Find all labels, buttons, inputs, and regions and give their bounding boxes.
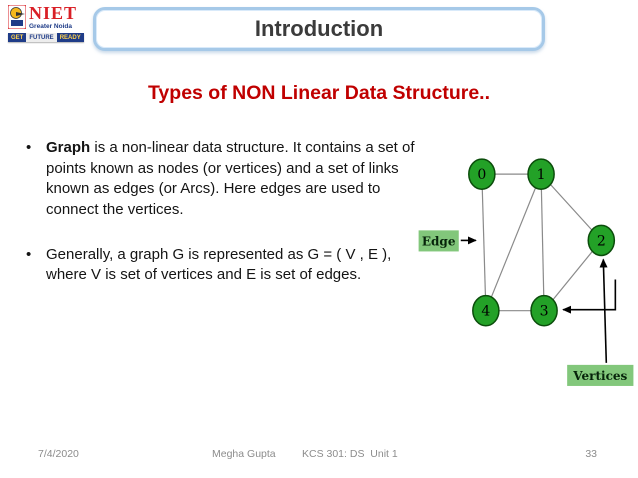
bullet-item-representation: Generally, a graph G is represented as G…: [24, 245, 416, 286]
logo-banner: GET FUTURE READY: [8, 33, 84, 42]
graph-node-3: 3: [530, 294, 558, 327]
svg-text:2: 2: [597, 233, 606, 249]
slide-title: Introduction: [254, 16, 384, 41]
footer-author: Megha Gupta: [212, 448, 276, 460]
graph-node-2: 2: [587, 224, 616, 257]
slide-title-box: Introduction: [93, 7, 545, 51]
slide-footer: 7/4/2020 Megha Gupta KCS 301: DS Unit 1 …: [0, 448, 638, 462]
bullet-lead: Graph: [46, 139, 91, 156]
footer-page-number: 33: [585, 448, 597, 460]
graph-edge: [540, 174, 545, 311]
svg-text:1: 1: [537, 167, 546, 183]
banner-word-ready: READY: [56, 33, 84, 42]
bullet-list: Graph is a non-linear data structure. It…: [24, 138, 416, 310]
svg-text:Edge: Edge: [422, 234, 456, 248]
annotation-arrow: [599, 258, 608, 363]
svg-text:4: 4: [481, 304, 490, 320]
footer-course: KCS 301: DS Unit 1: [302, 448, 398, 460]
graph-edge: [540, 173, 602, 241]
svg-text:3: 3: [540, 304, 549, 320]
logo-name: NIET: [29, 3, 78, 23]
banner-word-get: GET: [8, 33, 27, 42]
graph-edge: [481, 174, 487, 311]
graph-edge: [485, 173, 542, 311]
niet-logo: NIET Greater Noida GET FUTURE READY: [8, 4, 100, 42]
annotation-arrow: [562, 279, 617, 314]
svg-text:Vertices: Vertices: [572, 369, 627, 383]
graph-node-1: 1: [527, 158, 555, 190]
slide-subtitle: Types of NON Linear Data Structure..: [147, 82, 491, 104]
logo-tagline: Greater Noida: [29, 23, 72, 30]
bullet-text: Generally, a graph G is represented as G…: [46, 245, 392, 284]
footer-date: 7/4/2020: [38, 448, 79, 460]
bullet-item-graph: Graph is a non-linear data structure. It…: [24, 138, 416, 221]
bullet-text: is a non-linear data structure. It conta…: [46, 139, 415, 219]
logo-top-row: NIET Greater Noida: [8, 4, 100, 30]
graph-edge: [543, 240, 602, 312]
svg-text:0: 0: [477, 167, 486, 183]
banner-word-future: FUTURE: [26, 33, 57, 42]
vertices-label: Vertices: [567, 364, 634, 386]
graph-node-0: 0: [468, 158, 496, 190]
edge-label: Edge: [418, 230, 459, 252]
graph-node-4: 4: [472, 294, 500, 327]
logo-bird-icon: [8, 5, 26, 29]
logo-text: NIET Greater Noida: [29, 4, 77, 30]
